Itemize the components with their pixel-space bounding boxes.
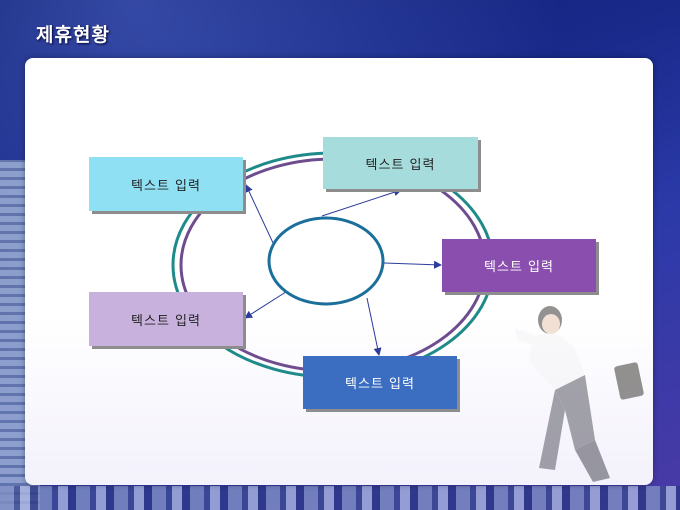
box-bottom: 텍스트 입력 <box>303 356 457 409</box>
box-top-left-label: 텍스트 입력 <box>131 178 201 194</box>
arrow-to-bottom <box>366 297 382 356</box>
box-right-label: 텍스트 입력 <box>484 260 554 275</box>
city-skyline-image <box>0 486 680 510</box>
box-top-right: 텍스트 입력 <box>323 137 478 189</box>
businessman-image <box>515 306 644 482</box>
center-circle <box>267 216 385 306</box>
arrow-to-top-left <box>245 184 275 246</box>
box-bottom-label: 텍스트 입력 <box>345 377 415 392</box>
page-title: 제휴현황 <box>36 24 110 46</box>
box-left: 텍스트 입력 <box>89 292 243 346</box>
arrow-to-left <box>244 289 290 319</box>
arrow-to-right <box>383 260 442 269</box>
box-top-right-label: 텍스트 입력 <box>365 157 436 173</box>
box-top-left: 텍스트 입력 <box>89 157 243 211</box>
box-left-label: 텍스트 입력 <box>131 313 201 329</box>
arrow-to-top-right <box>321 188 402 217</box>
box-right: 텍스트 입력 <box>442 239 596 292</box>
